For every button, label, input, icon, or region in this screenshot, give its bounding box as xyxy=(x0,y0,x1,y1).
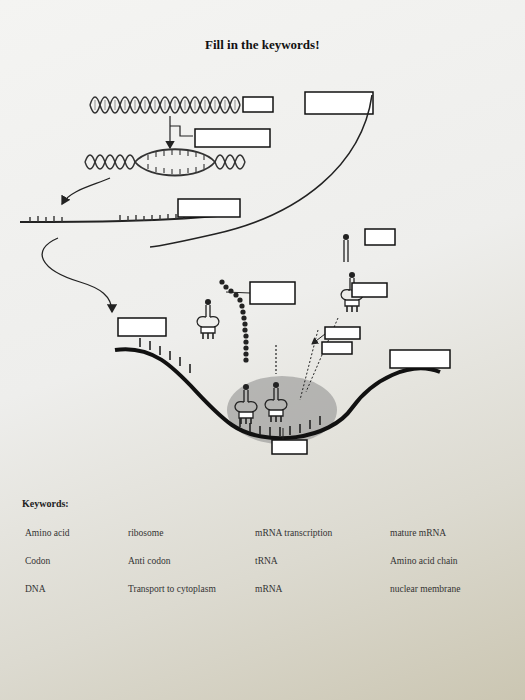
blank-box xyxy=(322,342,352,354)
leader-line xyxy=(283,428,284,440)
blank-box xyxy=(250,282,295,304)
keyword-label: Amino acid chain xyxy=(390,556,458,566)
amino-acid xyxy=(343,234,349,240)
dna-strand xyxy=(85,155,135,169)
keyword-label: DNA xyxy=(25,584,46,594)
dna-strand xyxy=(215,155,245,169)
blank-box xyxy=(178,199,240,217)
keyword-label: nuclear membrane xyxy=(390,584,460,594)
leader-line xyxy=(169,116,170,148)
keyword-label: Transport to cytoplasm xyxy=(128,584,216,594)
leader-line xyxy=(226,292,250,293)
blank-box xyxy=(390,350,450,368)
blank-box xyxy=(243,97,273,112)
keyword-label: tRNA xyxy=(255,556,278,566)
peptide-strand xyxy=(275,345,276,374)
dna-strand xyxy=(90,97,240,113)
process-arrow xyxy=(62,178,110,204)
keyword-label: Codon xyxy=(25,556,50,566)
process-arrow xyxy=(42,238,112,312)
blank-box xyxy=(272,440,307,454)
dna-rungs xyxy=(95,100,235,110)
keyword-label: ribosome xyxy=(128,528,163,538)
blank-box xyxy=(305,92,373,114)
dna-strand xyxy=(85,155,135,169)
page-title: Fill in the keywords! xyxy=(205,37,319,53)
trna-figure xyxy=(235,384,257,424)
dna-strand xyxy=(215,155,245,169)
keyword-label: Anti codon xyxy=(128,556,170,566)
dna-strand xyxy=(90,97,240,113)
blank-box xyxy=(365,229,395,245)
blank-box xyxy=(195,129,270,147)
ribosome-shape xyxy=(227,376,337,444)
blank-box xyxy=(352,283,387,297)
trna-figure xyxy=(197,299,219,339)
keyword-label: Amino acid xyxy=(25,528,70,538)
trna-stem xyxy=(344,240,348,262)
leader-line xyxy=(170,126,193,136)
dna-strand xyxy=(135,149,215,162)
keyword-label: mature mRNA xyxy=(390,528,446,538)
dna-strand xyxy=(135,162,215,176)
trna-figure xyxy=(265,382,287,422)
blank-box xyxy=(118,318,166,336)
blank-box xyxy=(325,327,360,339)
dna-bases xyxy=(148,150,204,174)
legend-heading: Keywords: xyxy=(22,498,69,509)
nuclear-membrane xyxy=(150,95,372,247)
keyword-label: mRNA transcription xyxy=(255,528,332,538)
keyword-label: mRNA xyxy=(255,584,282,594)
